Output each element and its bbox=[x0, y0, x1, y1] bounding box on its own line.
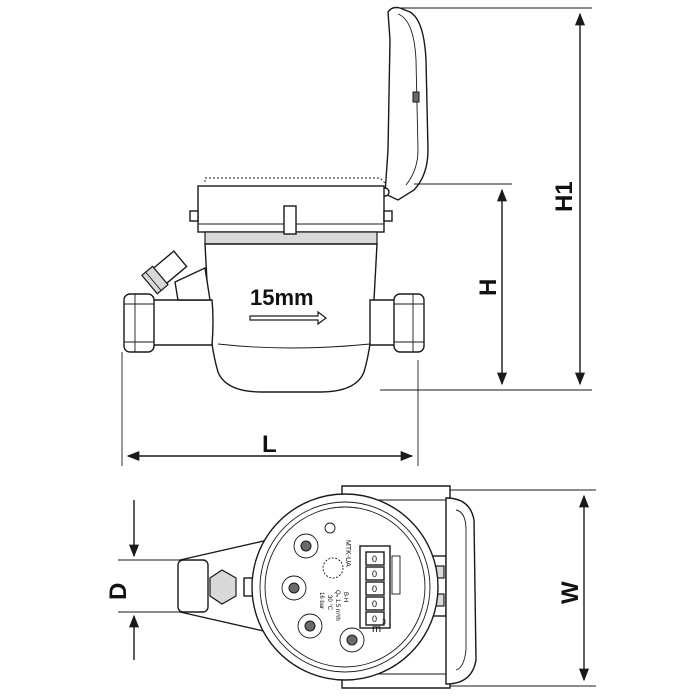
d-label: D bbox=[105, 583, 132, 600]
dimension-lines-top: W D bbox=[105, 489, 596, 687]
w-label: W bbox=[557, 581, 584, 604]
l-label: L bbox=[262, 431, 277, 458]
counter-digit: 0 bbox=[372, 614, 377, 624]
flow-arrow bbox=[249, 310, 327, 326]
counter-digits: 0 0 0 0 0 bbox=[365, 551, 385, 626]
register-dial-1 bbox=[293, 533, 319, 559]
cover-latch bbox=[283, 205, 297, 235]
adjustment-screw bbox=[141, 250, 188, 295]
inlet-connector bbox=[123, 293, 155, 353]
side-view: 15mm bbox=[123, 6, 429, 393]
counter-digit-box bbox=[365, 551, 385, 566]
dial-outer-ring bbox=[251, 493, 439, 681]
unit-text: m bbox=[372, 623, 381, 635]
lid-latch bbox=[412, 91, 420, 103]
class-text: B-H bbox=[342, 592, 348, 602]
counter-digit-box bbox=[365, 596, 385, 611]
counter-digit: 0 bbox=[372, 569, 377, 579]
outlet-connector bbox=[393, 293, 425, 353]
counter-digit-box bbox=[365, 566, 385, 581]
top-view: 0 0 0 0 0 MTK-UA B-H Qₙ 1.5 m³/h 30 °C 16 ba… bbox=[177, 485, 477, 689]
star-wheel bbox=[322, 557, 344, 579]
h-label: H bbox=[475, 279, 502, 296]
counter-digit-box bbox=[365, 581, 385, 596]
counter-digit-box bbox=[365, 611, 385, 626]
lid-open bbox=[380, 6, 429, 201]
counter-digit: 0 bbox=[372, 584, 377, 594]
unit-exponent: 3 bbox=[382, 619, 386, 626]
top-inlet bbox=[177, 559, 209, 613]
h1-label: H1 bbox=[551, 181, 578, 212]
hex-nut bbox=[209, 569, 237, 605]
register-dial-2 bbox=[281, 575, 307, 601]
brand-logo bbox=[391, 555, 401, 595]
flow-text: Qₙ 1.5 m³/h bbox=[334, 590, 340, 621]
register-dial-3 bbox=[297, 613, 323, 639]
counter-digit: 0 bbox=[372, 599, 377, 609]
size-label: 15mm bbox=[250, 285, 314, 310]
model-text: MTK-UA bbox=[344, 540, 351, 567]
pressure-text: 16 bar bbox=[318, 592, 324, 609]
counter-digit: 0 bbox=[372, 554, 377, 564]
temp-text: 30 °C bbox=[326, 595, 332, 611]
lid-top-edge bbox=[445, 497, 477, 685]
dimension-lines-side: H1 H L bbox=[121, 7, 592, 466]
register-dial-4 bbox=[339, 627, 365, 653]
